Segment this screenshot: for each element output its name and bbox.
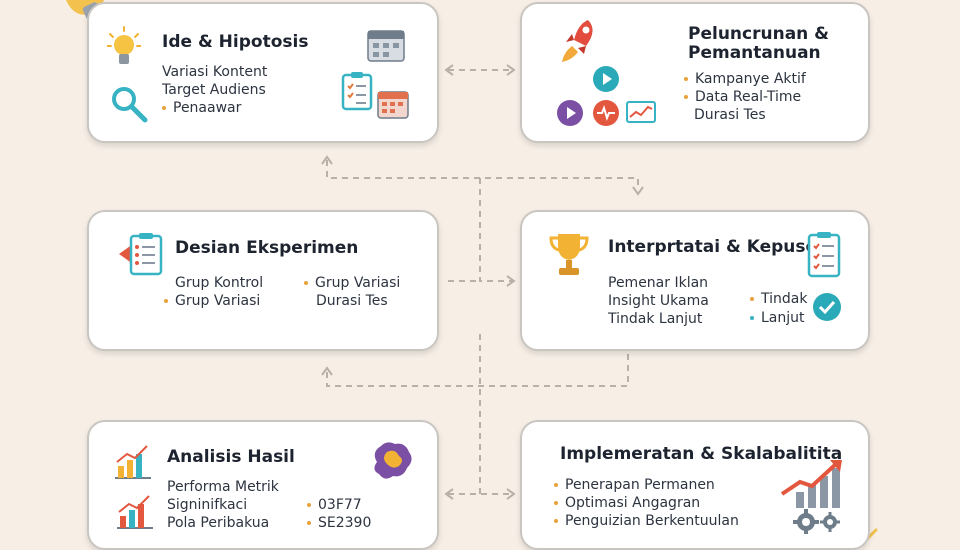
connector-center-interpretasi	[479, 178, 512, 282]
card-line: Insight Ukama	[608, 293, 709, 309]
card-line: Grup Variasi	[304, 274, 400, 292]
calendar-icon	[377, 91, 409, 119]
connector-interpretasi-analisis	[326, 334, 629, 387]
card-line: Pola Peribakua	[167, 515, 270, 531]
bullet	[307, 521, 311, 525]
magnifier-icon	[112, 87, 148, 123]
connector-peluncuran-desain	[326, 160, 639, 188]
bullet	[750, 297, 754, 301]
card-line: Penerapan Permanen	[554, 476, 715, 494]
card-title: Analisis Hasil	[167, 447, 295, 467]
arrowhead	[506, 488, 516, 500]
bullet	[554, 483, 558, 487]
card-line: 03F77	[307, 496, 362, 514]
play-icon	[593, 66, 619, 92]
card-peluncuran-pemantauan: Peluncrunan & Pemantanuan Kampanye Aktif…	[520, 2, 870, 143]
arrowhead	[506, 64, 516, 76]
card-line: Grup Variasi	[164, 292, 260, 310]
bullet	[684, 95, 688, 99]
card-desain-eksperimen: Desian Eksperimen Grup Kontrol Grup Vari…	[87, 210, 439, 351]
arrowhead	[321, 366, 333, 376]
arrowhead	[506, 275, 516, 287]
trophy-icon	[549, 234, 589, 275]
card-implementasi-skalabilitas: Implemeratan & Skalabalitita Penerapan P…	[520, 420, 870, 550]
arrowhead	[321, 155, 333, 165]
bar-chart-icon	[117, 495, 153, 529]
card-ide-hipotesis: Ide & Hipotosis Variasi Kontent Target A…	[87, 2, 439, 143]
card-interpretasi-keputusan: Interprtatai & Kepuson Pemenar Iklan Ins…	[520, 210, 870, 351]
brain-icon	[374, 442, 412, 479]
checkmark-icon	[813, 293, 841, 321]
card-line: Data Real-Time	[684, 88, 801, 106]
card-title: Implemeratan & Skalabalitita	[560, 444, 843, 464]
card-line: Pemenar Iklan	[608, 275, 709, 291]
clipboard-icon	[119, 233, 163, 276]
arrowhead	[632, 186, 644, 196]
arrowhead	[444, 64, 454, 76]
bullet	[307, 503, 311, 507]
card-line: Tindak Lanjut	[608, 311, 703, 327]
card-line: Variasi Kontent	[162, 64, 268, 80]
card-title: Ide & Hipotosis	[162, 32, 309, 52]
bullet	[554, 501, 558, 505]
card-line: Durasi Tes	[694, 107, 766, 123]
card-title: Pemantanuan	[688, 43, 821, 63]
play-icon	[557, 100, 583, 126]
card-line: Performa Metrik	[167, 479, 279, 495]
calendar-icon	[367, 30, 405, 62]
bullet	[162, 106, 166, 110]
bullet	[164, 299, 168, 303]
card-line: Grup Kontrol	[175, 275, 264, 291]
card-line: Durasi Tes	[316, 293, 388, 309]
card-title: Peluncrunan &	[688, 24, 830, 44]
bullet	[554, 519, 558, 523]
rocket-icon	[562, 20, 593, 62]
lightbulb-icon	[107, 26, 141, 64]
chart-screen-icon	[626, 101, 656, 123]
card-line: SE2390	[307, 514, 371, 532]
card-line: Penaawar	[162, 99, 241, 117]
card-line: Kampanye Aktif	[684, 70, 806, 88]
card-title: Interprtatai & Kepuson	[608, 237, 830, 257]
card-line: Tindak	[750, 290, 807, 308]
card-title: Desian Eksperimen	[175, 238, 359, 258]
bullet	[684, 77, 688, 81]
card-line: Penguizian Berkentuulan	[554, 512, 739, 530]
checklist-icon	[341, 72, 373, 111]
card-line: Target Audiens	[162, 82, 266, 98]
card-line: Optimasi Angagran	[554, 494, 700, 512]
checklist-icon	[807, 232, 841, 278]
growth-chart-icon	[780, 460, 842, 508]
heartbeat-icon	[593, 100, 619, 126]
card-line: Lanjut	[750, 309, 805, 327]
bullet	[750, 316, 754, 320]
card-analisis-hasil: Analisis Hasil Performa Metrik Signinifk…	[87, 420, 439, 550]
arrowhead	[444, 488, 454, 500]
bar-chart-icon	[115, 445, 151, 479]
card-line: Signinifkaci	[167, 497, 248, 513]
gears-icon	[793, 509, 840, 534]
bullet	[304, 281, 308, 285]
